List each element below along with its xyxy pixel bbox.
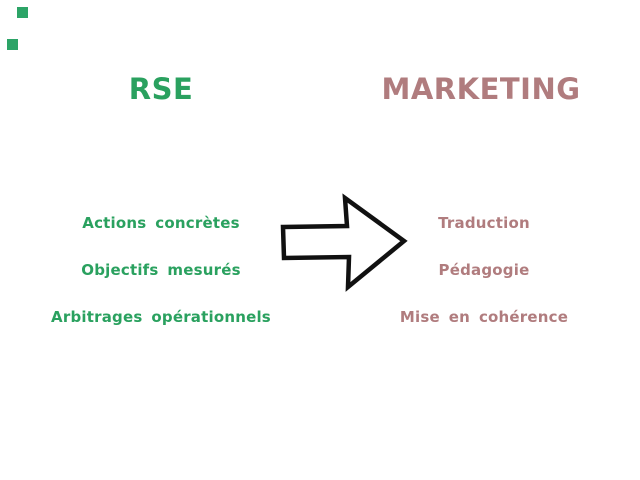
right-column-title: MARKETING bbox=[381, 72, 581, 106]
left-item-1: Actions concrètes bbox=[82, 214, 240, 232]
right-item-1: Traduction bbox=[438, 214, 530, 232]
right-item-2: Pédagogie bbox=[438, 261, 530, 279]
left-column-title: RSE bbox=[128, 72, 194, 106]
right-item-3: Mise en cohérence bbox=[399, 308, 569, 326]
green-square-marker bbox=[7, 39, 18, 50]
green-square-marker bbox=[17, 7, 28, 18]
right-arrow-icon bbox=[276, 190, 408, 292]
left-item-2: Objectifs mesurés bbox=[81, 261, 241, 279]
left-item-3: Arbitrages opérationnels bbox=[51, 308, 271, 326]
